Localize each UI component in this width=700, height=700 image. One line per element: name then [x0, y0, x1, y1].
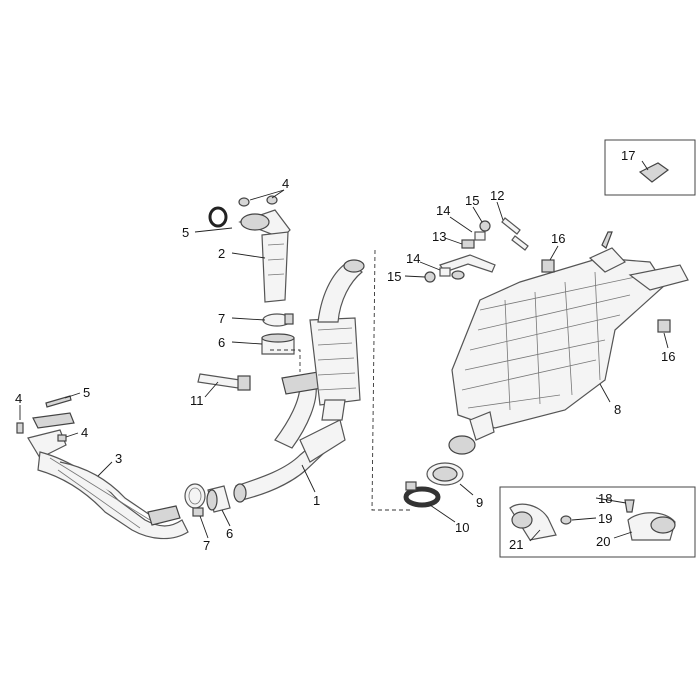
callout-7-upper: 7: [218, 311, 225, 326]
callout-4-left: 4: [15, 391, 22, 406]
callout-10: 10: [455, 520, 469, 535]
end-cap-20: [627, 512, 676, 541]
callout-15-upper: 15: [465, 193, 479, 208]
bolt-12: [501, 217, 529, 251]
silencer-8: [448, 231, 689, 455]
leader-lines: [19, 160, 669, 542]
washer-19: [560, 515, 572, 525]
bolt-nut-lower: [451, 270, 465, 280]
assembly-guide-upper: [270, 349, 301, 372]
callout-4-right: 4: [81, 425, 88, 440]
callout-11: 11: [190, 393, 204, 408]
sleeve-6-lower: [206, 485, 231, 513]
callout-6-upper: 6: [218, 335, 225, 350]
callout-15-lower: 15: [387, 269, 401, 284]
washer-15-upper: [479, 220, 491, 232]
collector-pipe-1: [233, 259, 365, 503]
stud-4-left: [16, 422, 24, 434]
sleeve-6-upper: [261, 333, 295, 355]
assembly-guide-vertical: [371, 249, 412, 511]
callout-13: 13: [432, 229, 446, 244]
callout-5-left: 5: [83, 385, 90, 400]
callout-18: 18: [598, 491, 612, 506]
callout-19: 19: [598, 511, 612, 526]
callout-8: 8: [614, 402, 621, 417]
callout-14-upper: 14: [436, 203, 450, 218]
callout-16-upper: 16: [551, 231, 565, 246]
callout-6-lower: 6: [226, 526, 233, 541]
header-pipe-3: [27, 429, 189, 540]
callout-12: 12: [490, 188, 504, 203]
callout-17: 17: [621, 148, 635, 163]
callout-7-lower: 7: [203, 538, 210, 553]
lambda-sensor-11: [197, 373, 251, 391]
bush-13: [461, 239, 475, 249]
flange-plate: [32, 412, 75, 429]
stud-4-right: [57, 434, 67, 442]
screw-18: [624, 499, 635, 513]
gasket-ring-5: [208, 206, 228, 228]
nut-4-a: [238, 197, 250, 207]
spring-5-left: [45, 395, 72, 408]
nut-4-b: [266, 195, 278, 205]
inset-box-17: [604, 139, 696, 196]
callout-20: 20: [596, 534, 610, 549]
washer-15-lower: [424, 271, 436, 283]
spacer-14-upper: [474, 231, 486, 241]
callout-4-upper: 4: [282, 176, 289, 191]
rubber-bush-16-right: [657, 319, 671, 333]
callout-9: 9: [476, 495, 483, 510]
callout-5-upper: 5: [182, 225, 189, 240]
callout-16-right: 16: [661, 349, 675, 364]
callout-21: 21: [509, 537, 523, 552]
clamp-10: [403, 481, 441, 508]
rubber-bush-16-upper: [541, 259, 555, 273]
sleeve-9: [426, 462, 464, 486]
callout-1: 1: [313, 493, 320, 508]
clamp-7-upper: [262, 313, 294, 327]
clamp-7-lower: [184, 483, 206, 517]
spacer-14-lower: [439, 267, 451, 277]
end-cap-21: [509, 503, 557, 541]
callout-14-lower: 14: [406, 251, 420, 266]
callout-2: 2: [218, 246, 225, 261]
front-bend-pipe-2: [238, 209, 291, 303]
callout-3: 3: [115, 451, 122, 466]
callout-labels: 5 4 2 7 6 11 5 4 4 3 1 6 7 8 9 10 12 15 …: [15, 148, 675, 553]
